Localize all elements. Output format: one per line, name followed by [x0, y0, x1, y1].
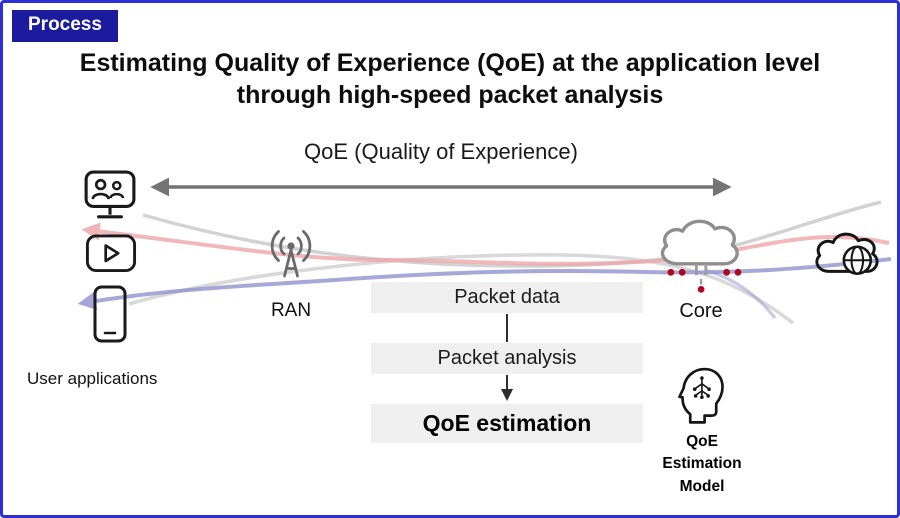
- video-player-icon: [85, 233, 137, 278]
- ran-label: RAN: [255, 298, 327, 326]
- traffic-line-purple-tail: [704, 268, 777, 319]
- user-applications-caption: User applications: [27, 369, 158, 388]
- traffic-line-gray-2: [128, 253, 795, 325]
- smartphone-icon: [92, 284, 128, 349]
- page-title-line-1: Estimating Quality of Experience (QoE) a…: [79, 49, 821, 77]
- ran-antenna-icon: [259, 224, 323, 291]
- core-label: Core: [663, 300, 739, 323]
- video-conference-icon: [83, 169, 137, 226]
- qoe-span-label: QoE (Quality of Experience): [304, 139, 578, 164]
- model-label-line-3: Model: [679, 477, 725, 495]
- page-title: Estimating Quality of Experience (QoE) a…: [3, 47, 897, 111]
- traffic-line-purple: [77, 257, 892, 310]
- ai-head-icon: [675, 365, 727, 431]
- internet-globe-cloud-icon: [809, 224, 887, 290]
- process-badge: Process: [12, 10, 118, 42]
- qoe-estimation-model-label: QoE Estimation Model: [643, 431, 761, 498]
- model-label-line-1: QoE: [686, 433, 718, 450]
- flow-lines-layer: [77, 177, 892, 401]
- model-label-line-2: Estimation: [662, 455, 742, 473]
- core-cloud-icon: [651, 209, 755, 305]
- qoe-estimation-box: QoE estimation: [371, 404, 643, 443]
- page-title-line-2: through high-speed packet analysis: [236, 81, 664, 109]
- packet-analysis-box: Packet analysis: [371, 343, 643, 374]
- packet-data-box: Packet data: [371, 282, 643, 313]
- traffic-line-pink: [81, 222, 890, 266]
